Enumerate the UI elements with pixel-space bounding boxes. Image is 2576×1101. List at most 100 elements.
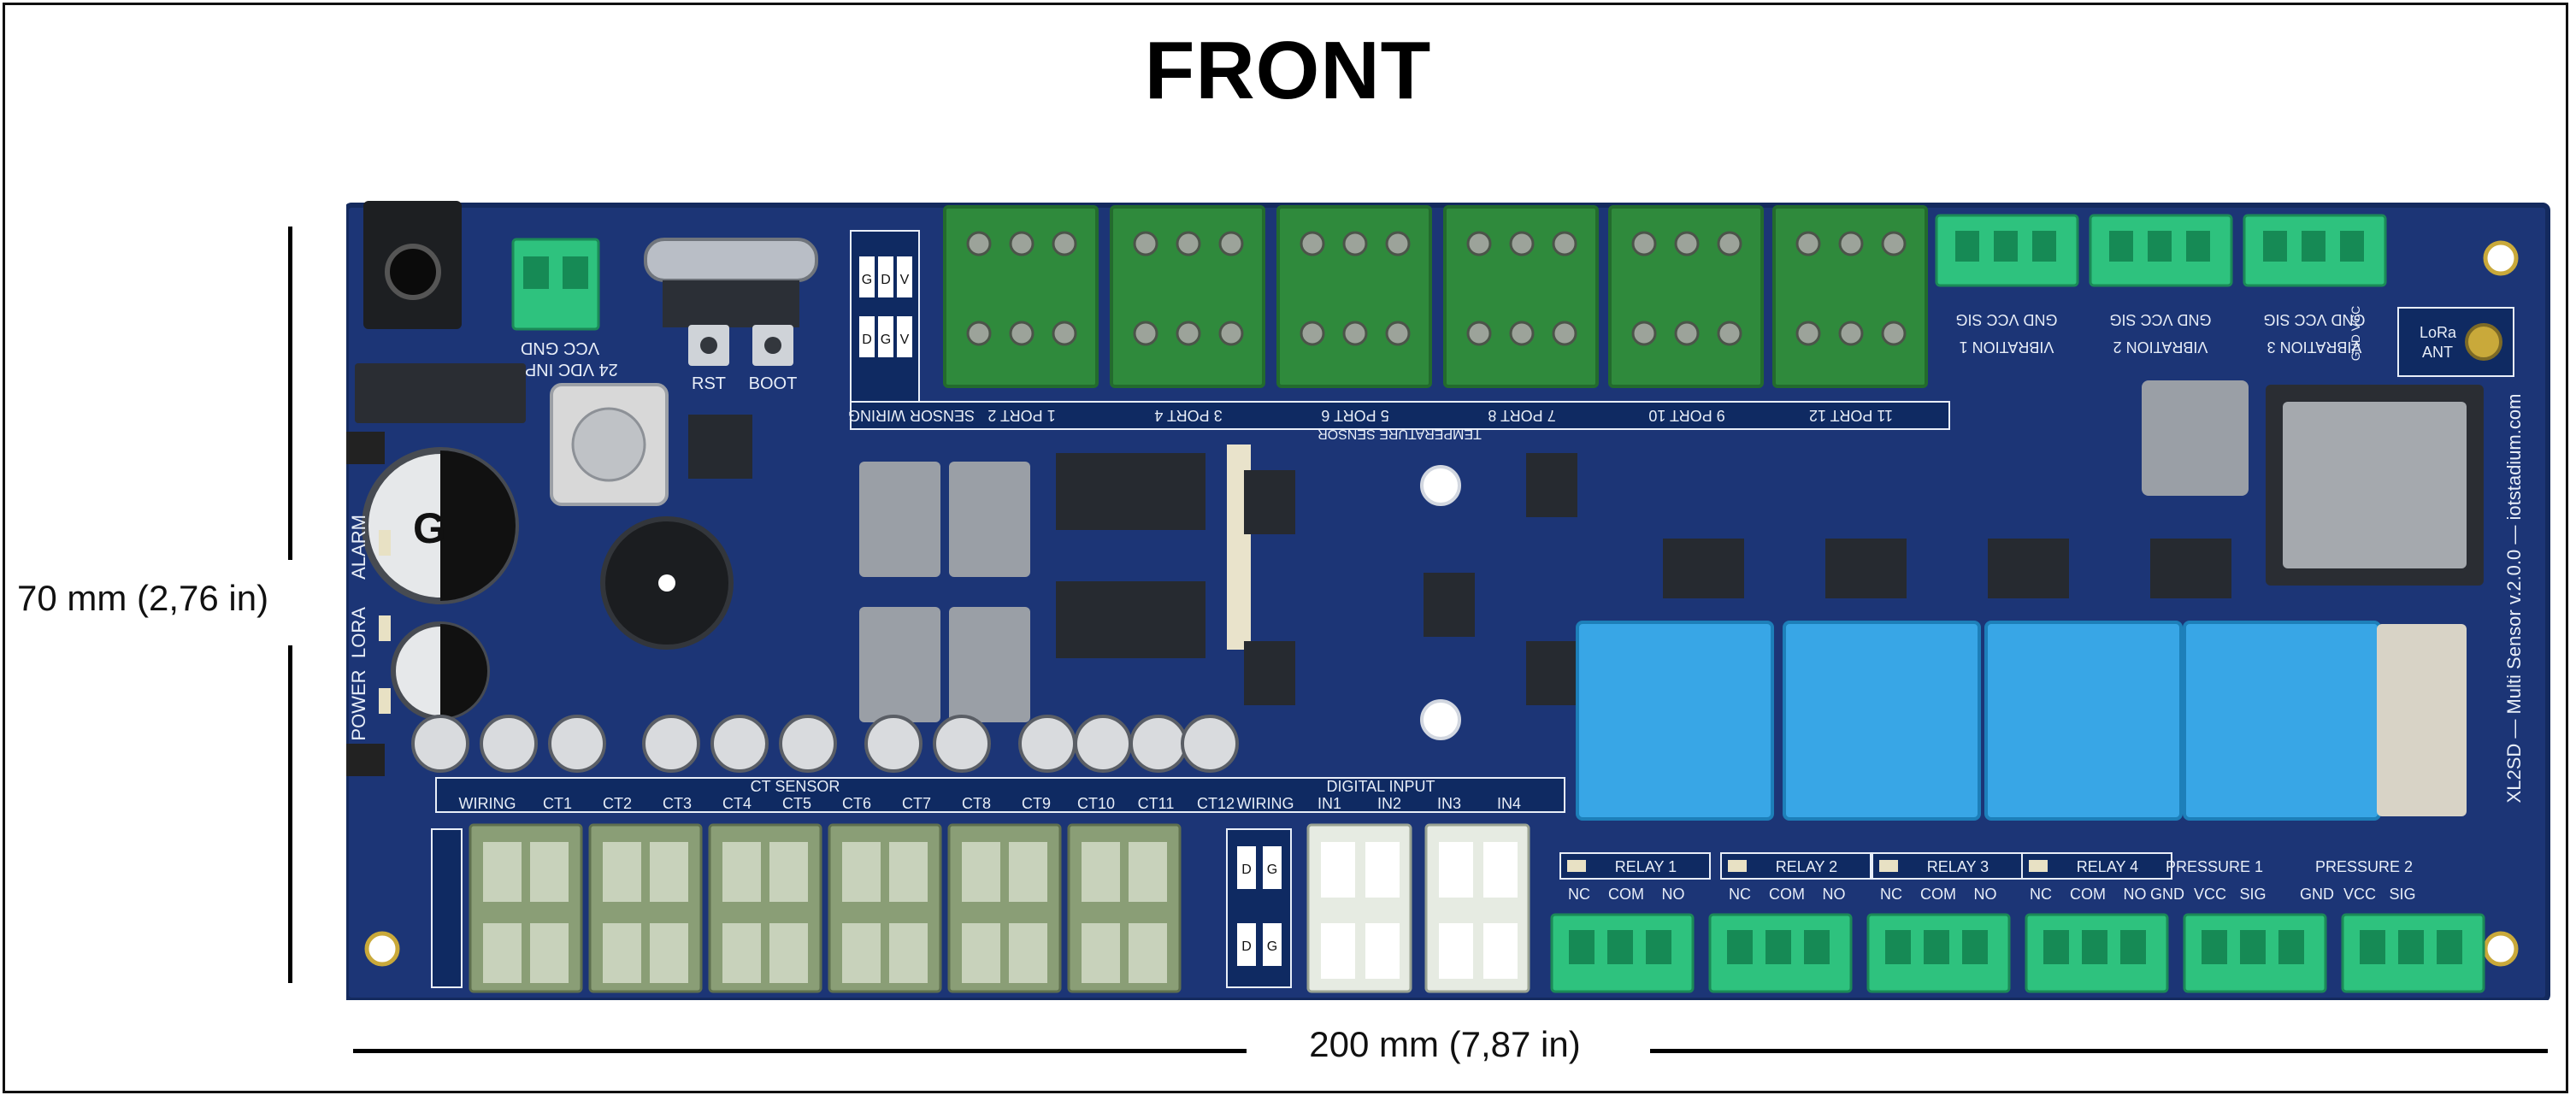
small-capacitor [1129,715,1188,773]
relay-label: RELAY 1 [1615,858,1677,875]
relay-pin-label: NO [1662,886,1685,903]
side-switch [346,432,385,464]
status-led [379,688,391,714]
pressure-pin-label: SIG [2239,886,2266,903]
wiring-key-cell [859,256,875,297]
page-title: FRONT [1144,25,1432,116]
pressure-label: PRESSURE 1 [2166,858,2263,875]
digital-wiring-label: WIRING [1237,795,1294,812]
digital-input-label: IN2 [1377,795,1401,812]
terminal-screw [1552,321,1577,346]
terminal-screw [1795,321,1821,346]
ct-terminal-slot [889,842,928,902]
digital-key-cell [1263,846,1282,889]
wiring-key-cell [878,316,893,357]
terminal-screw [966,231,992,256]
relay-pin-label: NO [2124,886,2147,903]
terminal-screw-slot [1994,231,2018,262]
ct-terminal-slot [842,923,881,983]
analog-ic [1056,581,1205,658]
ct-terminal-slot [1082,923,1120,983]
temperature-port-label: 3 PORT 4 [1154,407,1222,424]
relay-pin-label: NC [1568,886,1590,903]
microcontroller-chip [688,415,752,479]
terminal-screw [1674,321,1700,346]
ct-terminal-slot [1009,923,1047,983]
digital-input-label: IN3 [1437,795,1461,812]
terminal-screw [1052,231,1077,256]
aux-module [2377,624,2467,816]
antenna-label-line-1: LoRa [2420,324,2457,341]
pressure-pin-label: VCC [2343,886,2376,903]
rst-label: RST [692,374,726,393]
ct-terminal-slot [1129,923,1167,983]
vibration-extra-label: GND VCC [2349,306,2362,362]
ct-label: CT4 [722,795,752,812]
digital-key-letter: D [1241,863,1252,877]
small-capacitor [779,715,837,773]
wiring-key-letter: G [881,333,891,347]
capacitor-polarity-band [440,624,487,718]
temperature-port-label: 11 PORT 12 [1809,407,1893,424]
ct-wiring-label: WIRING [459,795,516,812]
wiring-key-letter: D [881,273,891,287]
capacitor-mark: G [413,504,446,552]
digital-terminal-slot [1483,842,1518,898]
wiring-key-cell [859,316,875,357]
ct-terminal-slot [603,923,641,983]
digital-key-letter: D [1241,939,1252,954]
ct-label: CT10 [1077,795,1115,812]
pressure-pin-label: VCC [2194,886,2226,903]
terminal-screw [1509,231,1535,256]
ct-terminal-slot [650,923,688,983]
optocoupler-ic [1244,470,1295,534]
digital-terminal-slot [1321,923,1355,979]
terminal-screw-slot [2302,231,2325,262]
terminal-screw-slot [523,256,549,289]
terminal-screw-slot [2186,231,2210,262]
voltage-regulator [355,363,526,423]
antenna-connector [2465,323,2502,361]
digital-terminal-slot [1439,842,1473,898]
relay-driver-ic [2150,539,2231,598]
terminal-screw [1009,231,1035,256]
terminal-screw [1466,231,1492,256]
optocoupler-ic [1244,641,1295,705]
terminal-screw [966,321,992,346]
small-capacitor [1074,715,1132,773]
terminal-screw-slot [1765,930,1791,964]
ct-terminal-slot [603,842,641,902]
ct-header-strip [435,777,1565,813]
temperature-port-label: 9 PORT 10 [1648,407,1724,424]
button-plunger [764,337,781,354]
optocoupler-ic [1526,453,1577,517]
temperature-port-label: 5 PORT 6 [1321,407,1388,424]
vibration-pin-label: GND VCC SIG [2109,311,2211,328]
small-capacitor [548,715,606,773]
temperature-header-strip [850,401,1950,430]
ct-wiring-key-panel [431,828,463,988]
ct-terminal-slot [722,923,761,983]
optocoupler-ic [1424,573,1475,637]
digital-key-letter: G [1267,863,1277,877]
relay-pin-label: COM [1920,886,1956,903]
height-dimension-line-top [288,227,292,560]
ct-terminal-slot [1129,842,1167,902]
terminal-screw-slot [2202,930,2227,964]
ct-terminal-slot [483,923,522,983]
ct-terminal-slot [962,842,1000,902]
wiring-key-cell [878,256,893,297]
terminal-screw-slot [2278,930,2304,964]
mounting-hole [1420,465,1461,506]
ct-terminal-slot [530,842,569,902]
ct-label: CT1 [543,795,572,812]
ct-label: CT12 [1197,795,1235,812]
terminal-screw [1342,321,1368,346]
terminal-screw [1631,321,1657,346]
terminal-screw-slot [1955,231,1979,262]
relay-driver-ic [1663,539,1744,598]
relay-pin-label: COM [1608,886,1644,903]
temperature-port-label: 1 PORT 2 [987,407,1055,424]
dc-jack-socket [385,244,441,300]
terminal-screw-slot [2263,231,2287,262]
